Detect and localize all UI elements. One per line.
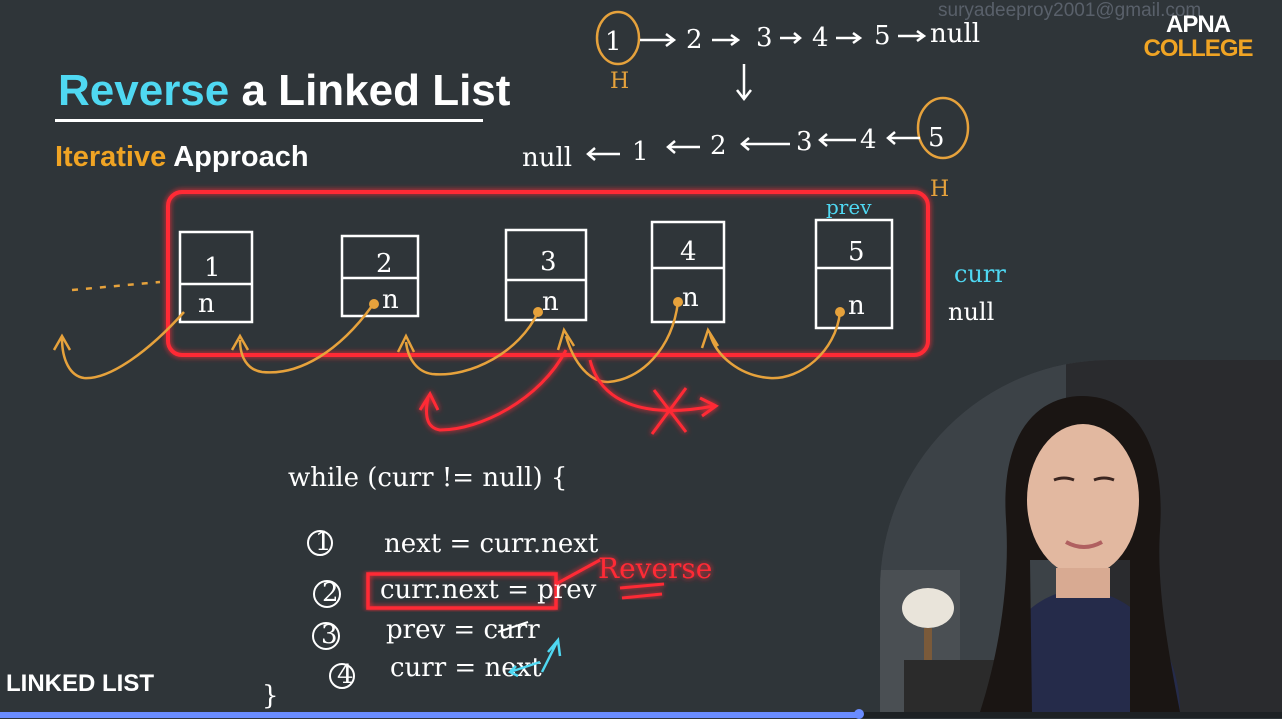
step-4-number: 4 [337,660,354,690]
incoming-dotted-line [71,280,161,292]
highlight-box [166,190,930,357]
curr-label: curr [954,260,1006,288]
lesson-subtitle: Iterative Approach [55,141,309,174]
step-3-code: prev = curr [386,615,540,645]
reversed-pointer-arrows [52,301,842,384]
apna-college-logo: APNA COLLEGE [1143,13,1253,61]
head-circle-top [595,10,641,66]
top-arrows [640,29,927,102]
reverse-note: Reverse [598,552,712,585]
node-4-value: 4 [680,237,697,267]
prev-label: prev [826,195,872,219]
top-item-2: 2 [686,25,703,55]
top-item-null: null [930,19,980,49]
top-head-marker: H [610,69,629,94]
node-2-value: 2 [376,249,393,279]
step-list: 1 next = curr.next 2 curr.next = prev Re… [307,527,712,690]
step-2-highlight [366,572,558,610]
subtitle-accent: Iterative [55,141,167,173]
original-list: 1 2 3 4 5 null H [595,10,980,102]
red-pointer-sketch [418,349,719,435]
title-rest: a Linked List [229,66,511,115]
rev-item-2: 2 [710,131,727,161]
subtitle-rest: Approach [166,141,309,173]
lesson-title: Reverse a Linked List [58,66,510,116]
node-1-next: n [198,289,215,319]
rev-item-null: null [522,143,572,173]
node-3: 3 n [504,228,588,322]
step-1-code: next = curr.next [384,529,599,559]
video-progress-bar[interactable] [0,709,1282,719]
video-progress-fill [0,712,859,718]
face [1027,424,1139,576]
node-4-next: n [682,283,699,313]
watermark-email: suryadeeproy2001@gmail.com [938,0,1202,21]
rev-item-5: 5 [928,123,945,153]
reversed-arrows [586,131,920,161]
rev-item-1: 1 [632,137,649,167]
rev-item-3: 3 [796,127,813,157]
node-4: 4 n [650,220,726,324]
logo-line-1: APNA [1165,11,1231,38]
step-2-number: 2 [322,578,339,608]
step-4-code: curr = next [390,653,542,683]
section-label: LINKED LIST [6,670,154,697]
closing-brace: } [262,681,279,711]
while-loop-line: while (curr != null) { [288,463,567,493]
title-accent: Reverse [58,66,230,115]
node-5-next: n [848,291,865,321]
lamp-shade [902,588,954,628]
instructor-image [880,360,1282,712]
logo-line-2: COLLEGE [1143,35,1253,62]
node-3-next: n [542,287,559,317]
reversed-list: null 1 2 3 4 5 H [522,96,970,202]
head-circle-reversed [916,96,970,160]
title-underline [55,119,483,122]
node-2: 2 n [340,234,420,318]
node-5: 5 n [814,218,894,330]
reversed-head-marker: H [930,177,949,202]
top-item-5: 5 [874,21,891,51]
node-3-value: 3 [540,247,557,277]
node-2-next: n [382,285,399,315]
top-item-3: 3 [756,23,773,53]
null-label: null [948,298,994,326]
node-5-value: 5 [848,237,865,267]
top-item-4: 4 [812,23,829,53]
node-1: 1 n [178,230,254,324]
node-1-value: 1 [204,253,221,283]
top-item-1: 1 [605,27,622,57]
rev-item-4: 4 [860,125,877,155]
video-progress-handle[interactable] [853,709,864,719]
step-1-number: 1 [315,527,332,557]
step-3-number: 3 [321,620,338,650]
